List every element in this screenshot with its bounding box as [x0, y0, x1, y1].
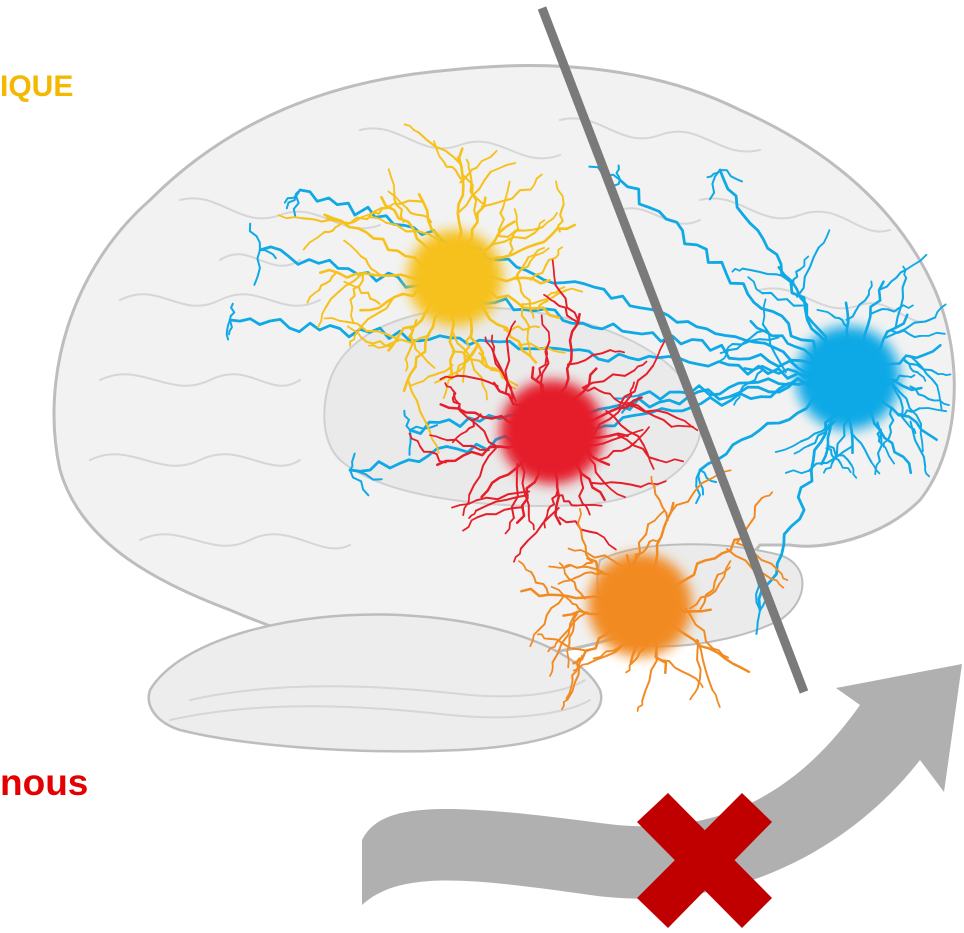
top-label: IQUE [0, 70, 73, 104]
twig [638, 701, 643, 711]
yellow-node [407, 230, 503, 326]
red-node [500, 380, 604, 484]
twig [576, 505, 601, 506]
twig [626, 663, 632, 673]
twig [690, 689, 697, 700]
orange-node [588, 553, 692, 657]
twig [712, 690, 720, 707]
bottom-label: nous [0, 762, 88, 804]
blue-node [796, 326, 900, 430]
twig [672, 426, 694, 427]
